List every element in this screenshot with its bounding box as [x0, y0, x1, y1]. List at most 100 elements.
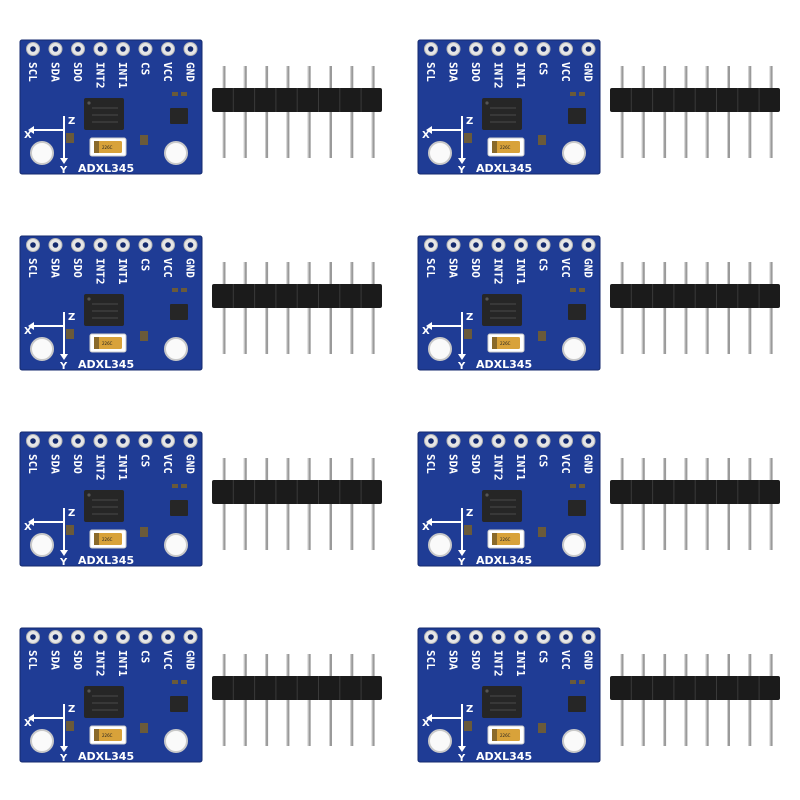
pin-label-sda: SDA — [447, 454, 460, 474]
pin-hole — [142, 46, 149, 52]
pin-hole — [120, 46, 126, 52]
pin-hole — [97, 46, 104, 52]
axis-y-label: Y — [59, 165, 68, 176]
module-title: ADXL345 — [476, 162, 532, 175]
pin-hole — [563, 634, 569, 640]
pin-label-sdo: SDO — [469, 650, 482, 670]
axis-x-label: X — [24, 522, 32, 533]
axis-z-label: Z — [466, 508, 473, 519]
capacitor-band — [94, 533, 99, 545]
smd-resistor — [172, 484, 178, 488]
pin-hole — [563, 46, 569, 52]
pin-header — [212, 458, 382, 550]
pin-label-sdo: SDO — [71, 258, 84, 278]
chip-pin1-dot — [87, 689, 91, 693]
module-title: ADXL345 — [78, 554, 134, 567]
capacitor-band — [492, 141, 497, 153]
x-arrow-head — [28, 714, 34, 722]
pin-header — [610, 66, 780, 158]
pin-hole — [187, 242, 194, 248]
pin-label-vcc: VCC — [559, 62, 572, 82]
pin-label-sdo: SDO — [469, 454, 482, 474]
pin-label-gnd: GND — [582, 454, 595, 474]
smd-resistor — [172, 288, 178, 292]
smd-resistor — [172, 92, 178, 96]
pin-label-gnd: GND — [184, 258, 197, 278]
pin-hole — [540, 242, 547, 248]
pin-label-sdo: SDO — [469, 258, 482, 278]
pin-hole — [165, 46, 171, 52]
pin-hole — [30, 438, 36, 444]
pin-label-sda: SDA — [447, 258, 460, 278]
y-arrow-head — [60, 746, 68, 752]
pin-hole — [495, 438, 502, 444]
pin-header — [610, 262, 780, 354]
pin-label-scl: SCL — [424, 62, 437, 82]
pin-label-sdo: SDO — [71, 650, 84, 670]
capacitor-band — [94, 141, 99, 153]
smd-resistor — [570, 484, 576, 488]
smd-resistor — [172, 680, 178, 684]
capacitor-marking: 226C — [500, 341, 511, 346]
axis-x-label: X — [24, 326, 32, 337]
mounting-hole — [30, 533, 54, 557]
pin-label-int1: INT1 — [514, 62, 527, 89]
pin-label-int2: INT2 — [492, 62, 505, 89]
pin-hole — [450, 242, 457, 248]
pin-hole — [495, 634, 502, 640]
smd-resistor — [140, 723, 148, 733]
axis-x-label: X — [422, 718, 430, 729]
pin-label-int1: INT1 — [116, 62, 129, 89]
pin-label-gnd: GND — [184, 650, 197, 670]
mounting-hole — [164, 729, 188, 753]
pin-label-vcc: VCC — [559, 650, 572, 670]
x-arrow-head — [426, 518, 432, 526]
pin-hole — [450, 46, 457, 52]
pin-hole — [30, 634, 36, 640]
mounting-hole — [164, 337, 188, 361]
pin-label-sda: SDA — [49, 62, 62, 82]
smd-resistor — [579, 680, 585, 684]
pin-label-scl: SCL — [424, 258, 437, 278]
smd-resistor — [538, 527, 546, 537]
axis-x-label: X — [422, 522, 430, 533]
chip-pin1-dot — [87, 297, 91, 301]
capacitor-marking: 226C — [500, 733, 511, 738]
pin-label-int2: INT2 — [492, 650, 505, 677]
tantalum-capacitor — [492, 337, 520, 349]
tantalum-capacitor — [94, 337, 122, 349]
smd-resistor — [140, 135, 148, 145]
capacitor-band — [492, 337, 497, 349]
axis-x-label: X — [24, 130, 32, 141]
pin-hole — [97, 242, 104, 248]
pin-header — [610, 654, 780, 746]
pin-label-sda: SDA — [49, 258, 62, 278]
smd-resistor — [464, 329, 472, 339]
pin-hole — [518, 46, 524, 52]
tantalum-capacitor — [492, 729, 520, 741]
pin-label-int1: INT1 — [514, 650, 527, 677]
pin-label-sdo: SDO — [469, 62, 482, 82]
y-arrow-head — [458, 354, 466, 360]
mounting-hole — [428, 141, 452, 165]
pin-hole — [120, 438, 126, 444]
pin-label-vcc: VCC — [559, 454, 572, 474]
pin-hole — [585, 438, 592, 444]
x-arrow-head — [426, 714, 432, 722]
pin-label-int1: INT1 — [514, 258, 527, 285]
regulator-chip — [568, 304, 586, 320]
smd-resistor — [464, 525, 472, 535]
pin-hole — [473, 438, 479, 444]
pin-label-gnd: GND — [582, 650, 595, 670]
pin-hole — [540, 438, 547, 444]
axis-y-label: Y — [59, 361, 68, 372]
mounting-hole — [428, 337, 452, 361]
pin-label-cs: CS — [537, 454, 550, 467]
module-title: ADXL345 — [476, 750, 532, 763]
